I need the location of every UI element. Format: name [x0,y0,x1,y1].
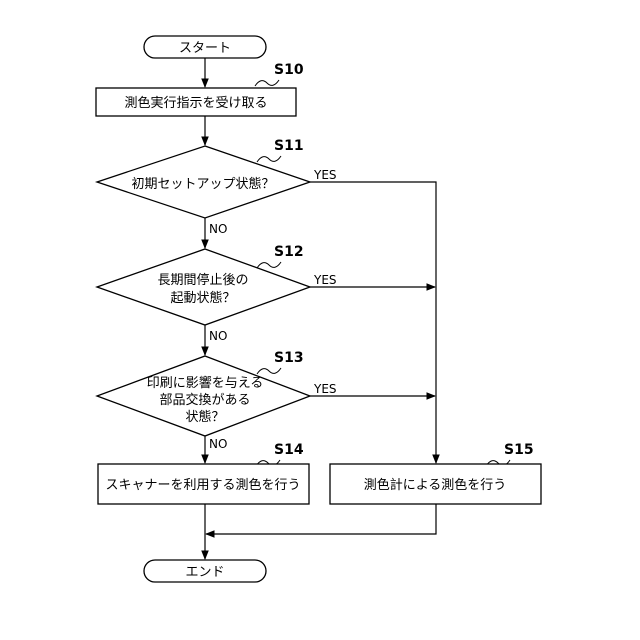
start-terminal: スタート [144,36,266,58]
step-s10-id: S10 [274,62,304,78]
s13-no-label: NO [209,437,227,451]
step-s13-line-2: 部品交換がある [159,392,250,408]
end-label: エンド [185,565,224,580]
step-s15-text: 測色計による測色を行う [364,477,507,493]
end-terminal: エンド [144,560,266,582]
step-s12: S12 長期間停止後の 起動状態？ [97,244,310,325]
edge-s15-merge [206,504,436,534]
s13-yes-label: YES [313,382,337,396]
step-s10-text: 測色実行指示を受け取る [124,95,267,111]
step-s13-line-1: 印刷に影響を与える [147,375,264,391]
step-s13-id: S13 [274,350,304,366]
step-s15-id: S15 [504,442,534,458]
step-s10: S10 測色実行指示を受け取る [96,62,304,116]
step-s12-id: S12 [274,244,304,260]
step-s13-line-3: 状態？ [185,409,224,425]
s12-no-label: NO [209,329,227,343]
step-s12-line-1: 長期間停止後の [157,272,248,288]
step-s13: S13 印刷に影響を与える 部品交換がある 状態？ [97,350,310,436]
step-s14: S14 スキャナーを利用する測色を行う [98,442,309,504]
step-s11-line-1: 初期セットアップ状態？ [131,176,274,192]
s12-yes-label: YES [313,273,337,287]
edge-s11-yes [310,182,436,463]
s11-no-label: NO [209,222,227,236]
start-label: スタート [179,41,231,56]
s11-yes-label: YES [313,168,337,182]
step-s14-id: S14 [274,442,304,458]
step-s11-id: S11 [274,138,304,154]
step-s14-text: スキャナーを利用する測色を行う [105,477,300,493]
step-s11: S11 初期セットアップ状態？ [97,138,310,218]
step-s12-line-2: 起動状態？ [170,290,235,306]
